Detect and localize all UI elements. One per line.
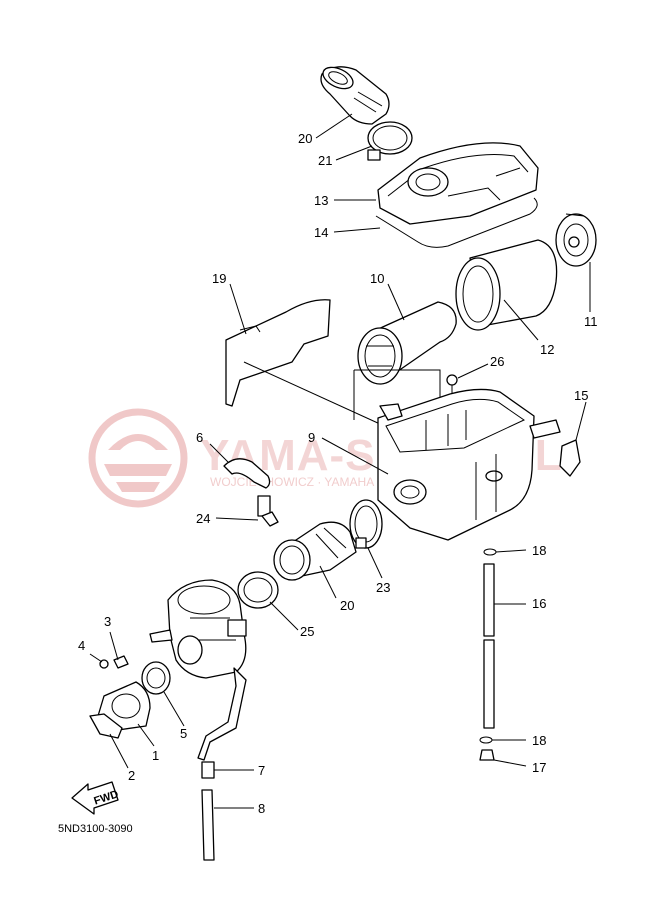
- callout-24: 24: [196, 511, 210, 526]
- part-17-plug: [479, 749, 495, 761]
- diagram-code: 5ND3100-3090: [58, 823, 133, 835]
- leader-lines: [89, 113, 591, 809]
- callout-18-lower: 18: [532, 733, 546, 748]
- callout-5: 5: [180, 726, 187, 741]
- callout-9: 9: [308, 430, 315, 445]
- part-19-heat-shield: [225, 299, 331, 407]
- callouts: 20 21 13 14 19 10 11 12 26 15 6 9 24 20 …: [78, 131, 598, 816]
- part-13-airbox-cover: [377, 142, 539, 225]
- callout-25: 25: [300, 624, 314, 639]
- watermark-sub: WOJCIECHOWICZ · YAMAHA: [210, 475, 374, 489]
- callout-15: 15: [574, 388, 588, 403]
- callout-13: 13: [314, 193, 328, 208]
- callout-16: 16: [532, 596, 546, 611]
- callout-20: 20: [340, 598, 354, 613]
- part-11-cap: [555, 213, 597, 267]
- callout-1: 1: [152, 748, 159, 763]
- part-18-clip-lower: [479, 736, 493, 744]
- part-15-clip: [559, 439, 581, 477]
- callout-17: 17: [532, 760, 546, 775]
- callout-10: 10: [370, 271, 384, 286]
- part-2-gasket: [89, 713, 123, 739]
- callout-3: 3: [104, 614, 111, 629]
- callout-7: 7: [258, 763, 265, 778]
- callout-23: 23: [376, 580, 390, 595]
- part-25-clamp: [237, 571, 279, 609]
- callout-19: 19: [212, 271, 226, 286]
- callout-18-upper: 18: [532, 543, 546, 558]
- part-3-screw: [113, 655, 129, 669]
- part-26-screw: [446, 374, 458, 394]
- part-22-clamp: [367, 121, 413, 161]
- callout-6: 6: [196, 430, 203, 445]
- part-5-clamp: [141, 661, 171, 695]
- part-20-joint: [273, 521, 357, 581]
- part-1-manifold: [97, 681, 151, 731]
- callout-12: 12: [540, 342, 554, 357]
- watermark-logo: [88, 408, 188, 508]
- part-14-gasket: [375, 197, 538, 248]
- callout-11: 11: [584, 314, 598, 329]
- part-24-elbow: [257, 495, 279, 527]
- callout-22: 21: [318, 153, 332, 168]
- carburetor: [149, 579, 247, 761]
- part-21-intake-duct: [320, 66, 390, 125]
- callout-4: 4: [78, 638, 85, 653]
- part-16-tube: [483, 563, 495, 729]
- part-10-inner-element: [357, 301, 457, 385]
- callout-14: 14: [314, 225, 328, 240]
- part-18-clip-upper: [483, 548, 497, 556]
- part-12-outer-element: [455, 239, 558, 331]
- part-7-fitting: [201, 761, 215, 779]
- part-9-airbox: [377, 388, 561, 541]
- callout-8: 8: [258, 801, 265, 816]
- part-6-hose: [223, 458, 271, 489]
- guide-line-19-9: [243, 361, 381, 425]
- callout-21: 20: [298, 131, 312, 146]
- callout-26: 26: [490, 354, 504, 369]
- part-23-clamp: [349, 499, 383, 549]
- fwd-arrow: FWD: [71, 781, 120, 815]
- callout-2: 2: [128, 768, 135, 783]
- part-8-tube: [201, 789, 215, 861]
